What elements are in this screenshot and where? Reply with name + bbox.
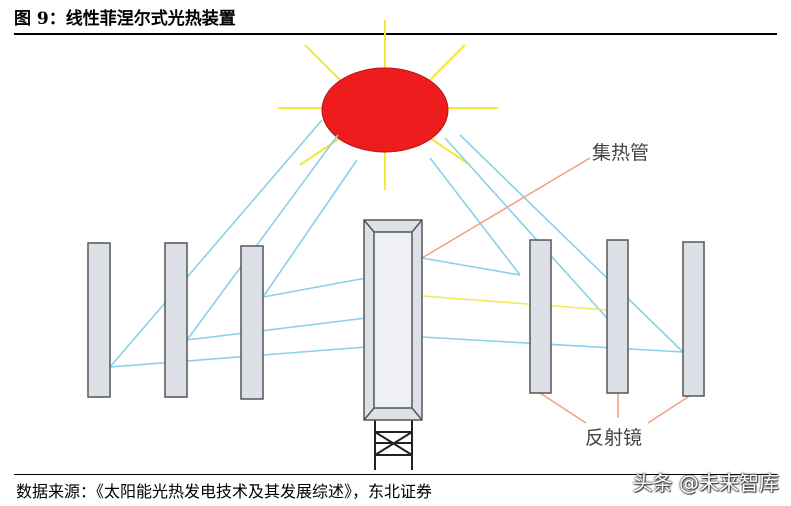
callout-lines xyxy=(421,157,695,424)
source-divider xyxy=(14,474,777,475)
source-note: 数据来源：《太阳能光热发电技术及其发展综述》，东北证券 xyxy=(16,482,433,501)
figure-caption: 图 9：线性菲涅尔式光热装置 xyxy=(14,9,236,29)
mirror-1 xyxy=(87,242,111,398)
reflected-light-yellow xyxy=(421,295,608,311)
mirror-2 xyxy=(164,242,188,398)
sun xyxy=(321,67,449,153)
reflector-label: 反射镜 xyxy=(585,427,643,449)
reflected-light-paths xyxy=(109,257,684,368)
watermark: 头条 @未来智库 xyxy=(632,471,779,495)
mirror-4 xyxy=(529,239,552,394)
mirror-6 xyxy=(682,241,705,397)
mirror-3 xyxy=(240,245,264,400)
collector-tube-label: 集热管 xyxy=(592,142,650,164)
collector-tube xyxy=(363,219,423,421)
caption-divider xyxy=(14,33,777,35)
tower-support xyxy=(374,420,413,470)
reflector-mirrors xyxy=(87,239,705,400)
sun-rays xyxy=(278,20,498,190)
mirror-5 xyxy=(606,239,629,394)
incident-light-paths xyxy=(109,119,684,368)
